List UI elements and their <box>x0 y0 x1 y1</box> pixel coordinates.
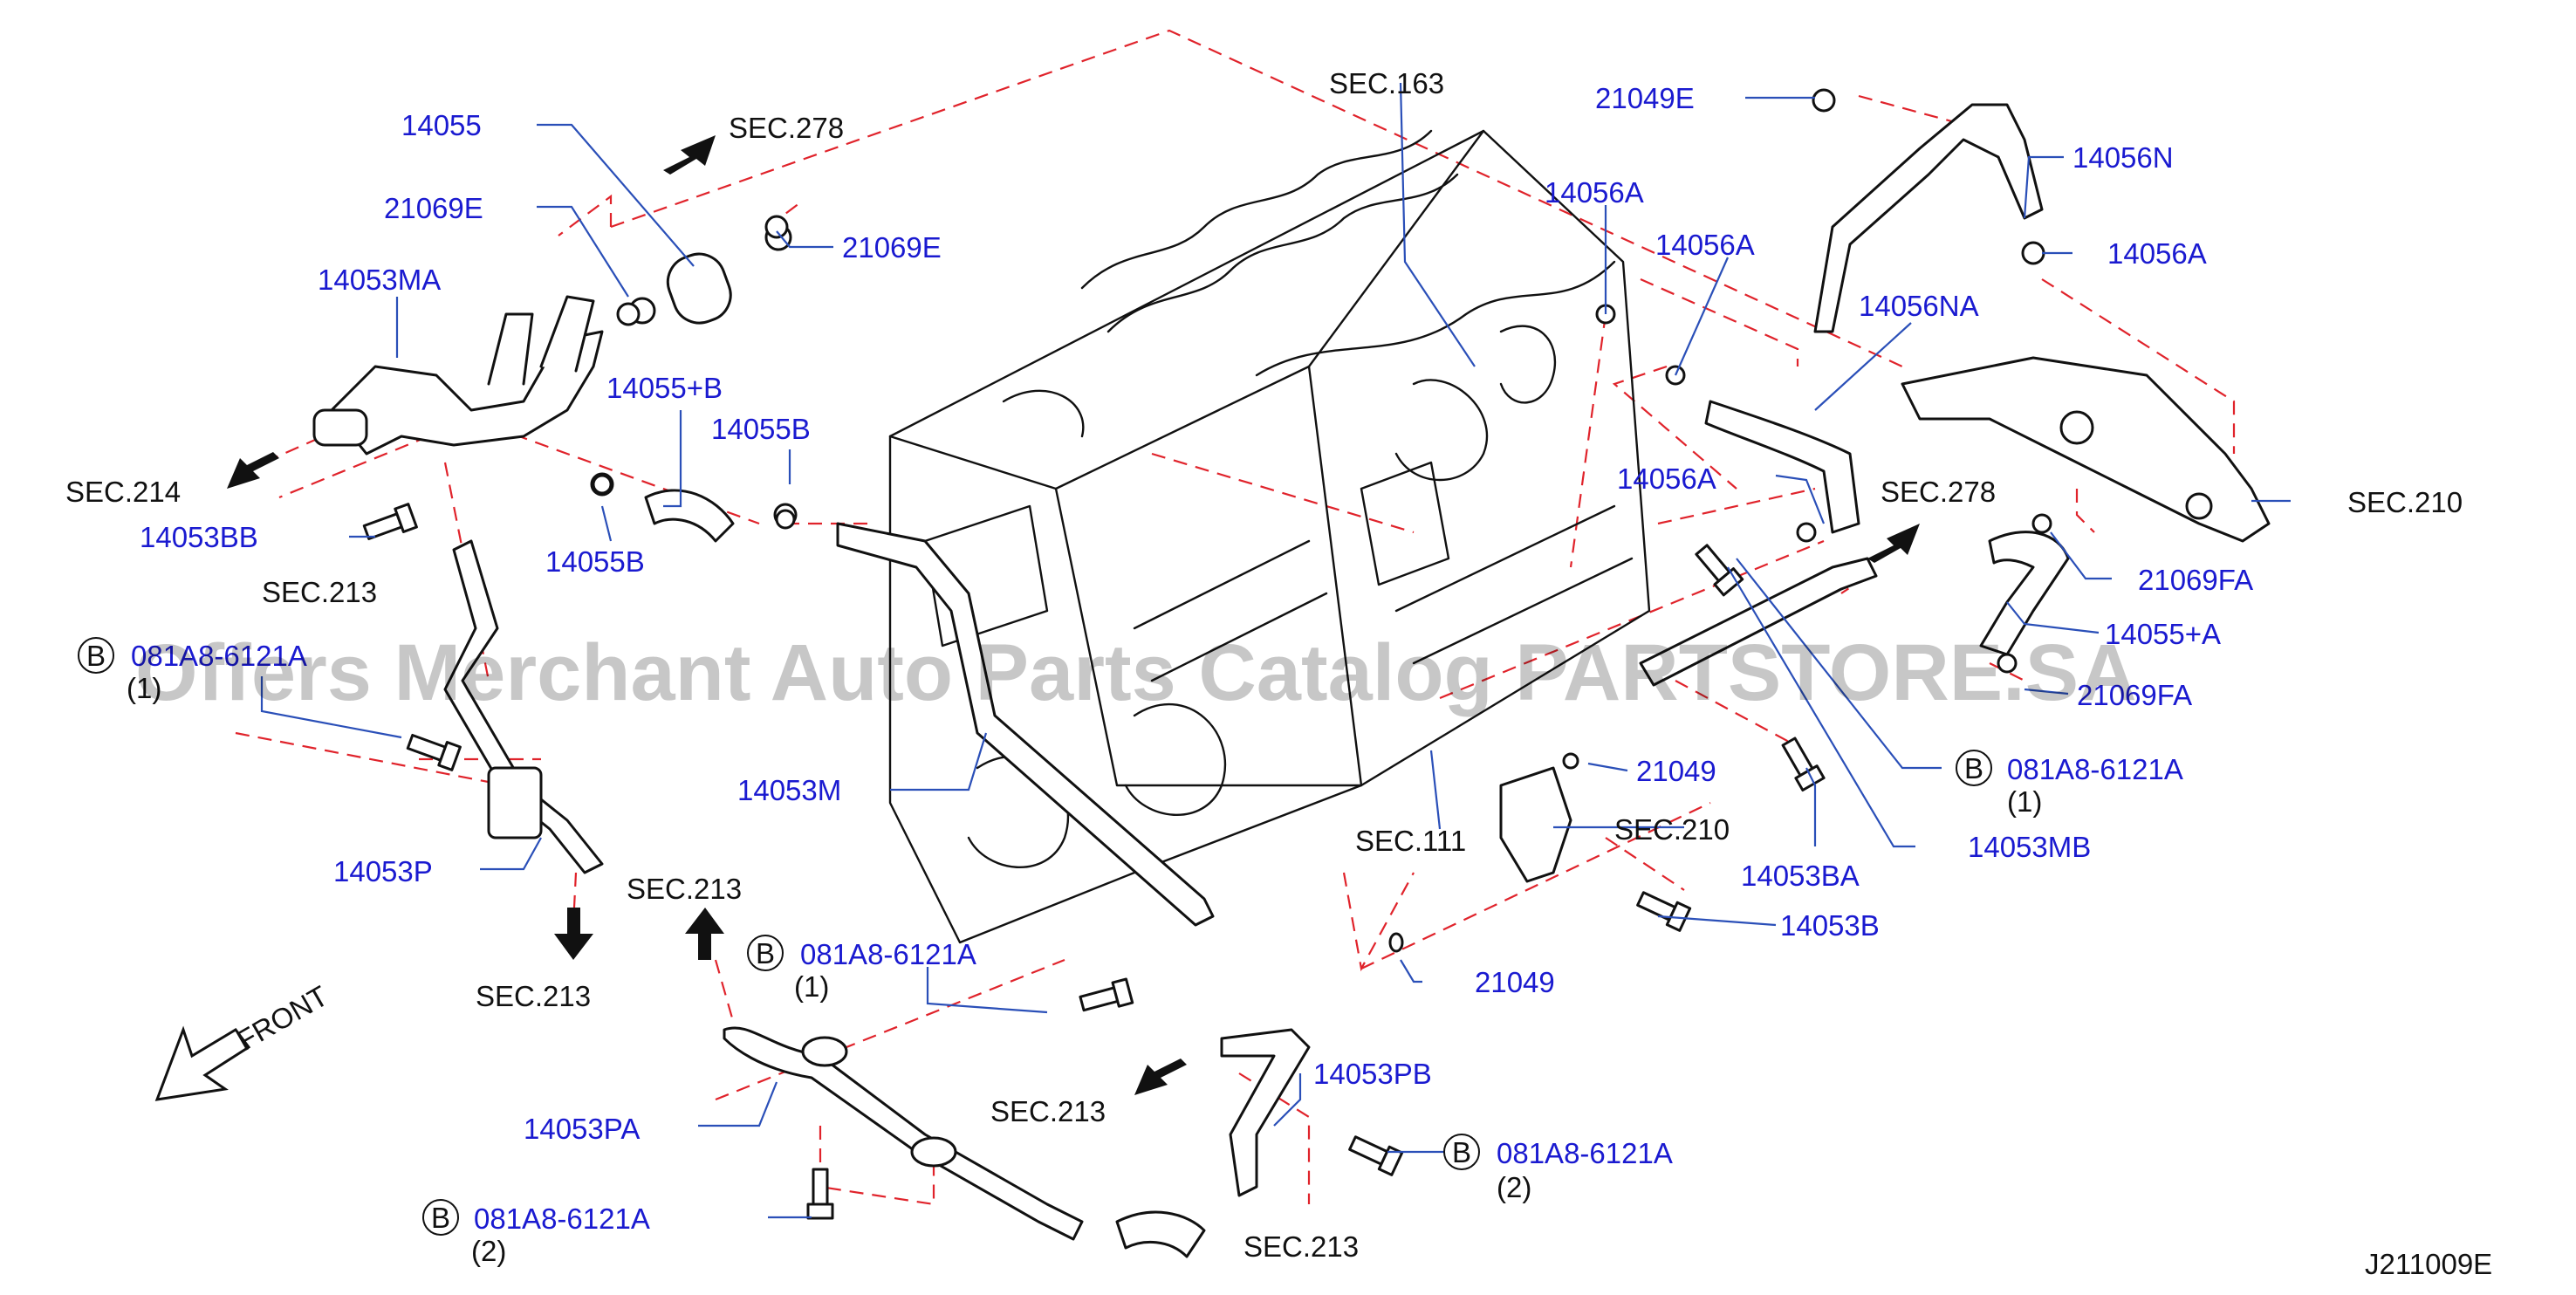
part-label: 14055 <box>401 109 482 141</box>
section-ref: SEC.111 <box>1355 825 1466 857</box>
section-arrows <box>227 135 1920 1095</box>
part-label: 14053B <box>1780 909 1880 942</box>
part-label: 14053BB <box>140 521 258 553</box>
part-label: 14056A <box>1617 462 1716 495</box>
part-label: 14055B <box>545 545 645 578</box>
part-label: 081A8-6121A <box>1497 1137 1673 1169</box>
bolts <box>362 503 1826 1220</box>
pipe-14053p <box>443 539 604 874</box>
hose-14055-plus-b <box>590 472 798 543</box>
part-label: 14055B <box>711 413 811 445</box>
bolt-marker: B <box>747 935 784 971</box>
part-label: 21049E <box>1595 82 1695 114</box>
section-ref: SEC.278 <box>729 112 844 144</box>
arrow-sec278-top <box>663 135 716 175</box>
hose-clamps <box>592 88 2052 953</box>
svg-text:B: B <box>431 1202 450 1234</box>
part-label: 14053PB <box>1313 1058 1432 1090</box>
pipe-14053m <box>836 522 1215 927</box>
bolt-marker: B <box>1443 1134 1480 1170</box>
arrow-sec213-mid <box>685 908 724 960</box>
svg-text:B: B <box>756 937 775 970</box>
part-label: 14053M <box>737 774 841 806</box>
arrow-sec214 <box>227 452 279 489</box>
hose-14055-plus-a <box>1979 531 2070 656</box>
part-label: 21049 <box>1475 966 1555 998</box>
qty-label: (1) <box>127 672 161 704</box>
section-ref: SEC.213 <box>627 873 742 905</box>
section-ref: SEC.213 <box>262 576 377 608</box>
bolt-markers: B B B B B <box>78 637 1992 1236</box>
section-ref: SEC.213 <box>476 980 591 1012</box>
arrow-sec213-left <box>554 908 593 960</box>
part-label: 14056A <box>2107 237 2207 270</box>
part-label: 081A8-6121A <box>131 640 307 672</box>
hose-14056na <box>1704 400 1860 534</box>
part-label: 14056A <box>1655 229 1755 261</box>
part-label: 14055+A <box>2105 618 2221 650</box>
quantity-labels: (1) (1) (2) (2) (1) <box>127 672 2042 1267</box>
part-labels: 14055 21069E 21069E 14053MA 14055+B 1405… <box>131 82 2253 1235</box>
engine-block-drawing <box>888 129 1651 944</box>
bolt-marker: B <box>1956 750 1992 786</box>
hose-14056n <box>1813 103 2044 333</box>
thermostat-housing-sec210 <box>1901 356 2271 543</box>
part-label: 14053BA <box>1741 860 1860 892</box>
part-label: 21069E <box>842 231 942 264</box>
part-label: 14053MA <box>318 264 441 296</box>
assembly-dashed-lines <box>235 29 2236 1206</box>
part-label: 21049 <box>1636 755 1716 787</box>
part-label: 14053P <box>333 855 433 887</box>
part-label: 14056NA <box>1859 290 1979 322</box>
bolt-marker: B <box>78 637 114 674</box>
bolt-marker: B <box>422 1199 459 1236</box>
part-label: 14056A <box>1545 176 1644 209</box>
pipe-14053mb <box>1639 557 1878 687</box>
watermark-text: Offers Merchant Auto Parts Catalog PARTS… <box>135 628 2137 717</box>
section-ref: SEC.210 <box>1614 813 1730 846</box>
section-ref: SEC.278 <box>1881 476 1996 508</box>
pipe-14053pa <box>723 1026 1084 1241</box>
part-label: 21069E <box>384 192 483 224</box>
arrow-sec278-right <box>1867 524 1920 563</box>
water-outlet-assembly <box>312 295 604 456</box>
qty-label: (2) <box>471 1235 506 1267</box>
part-label: 081A8-6121A <box>800 938 976 970</box>
qty-label: (2) <box>1497 1171 1531 1203</box>
leader-lines <box>260 82 2291 1219</box>
front-label: FRONT <box>231 979 333 1057</box>
part-label: 081A8-6121A <box>2007 753 2183 785</box>
part-label: 081A8-6121A <box>474 1202 650 1235</box>
part-label: 14056N <box>2072 141 2174 174</box>
water-inlet-sec210 <box>1499 766 1572 883</box>
part-label: 14053MB <box>1968 831 2091 863</box>
section-ref: SEC.213 <box>990 1095 1106 1127</box>
section-ref: SEC.163 <box>1329 67 1444 99</box>
svg-text:B: B <box>1964 752 1983 785</box>
part-label: 14053PA <box>524 1113 640 1145</box>
svg-text:B: B <box>1452 1136 1471 1168</box>
svg-text:B: B <box>86 640 106 672</box>
section-ref: SEC.214 <box>65 476 181 508</box>
pipe-14053pb <box>1220 1028 1311 1197</box>
arrow-sec213-right <box>1134 1059 1187 1095</box>
front-direction-arrow <box>154 1025 251 1101</box>
part-label: 14055+B <box>606 372 723 404</box>
qty-label: (1) <box>2007 785 2042 818</box>
part-label: 21069FA <box>2077 679 2192 711</box>
section-ref: SEC.213 <box>1243 1230 1359 1263</box>
section-ref: SEC.210 <box>2347 486 2463 518</box>
section-references: SEC.278 SEC.214 SEC.213 SEC.213 SEC.213 … <box>65 67 2463 1263</box>
part-label: 21069FA <box>2138 564 2253 596</box>
figure-code: J211009E <box>2365 1248 2492 1280</box>
hose-sec213-lower <box>1115 1210 1206 1258</box>
qty-label: (1) <box>794 970 829 1003</box>
bypass-hose-14055 <box>628 223 792 325</box>
